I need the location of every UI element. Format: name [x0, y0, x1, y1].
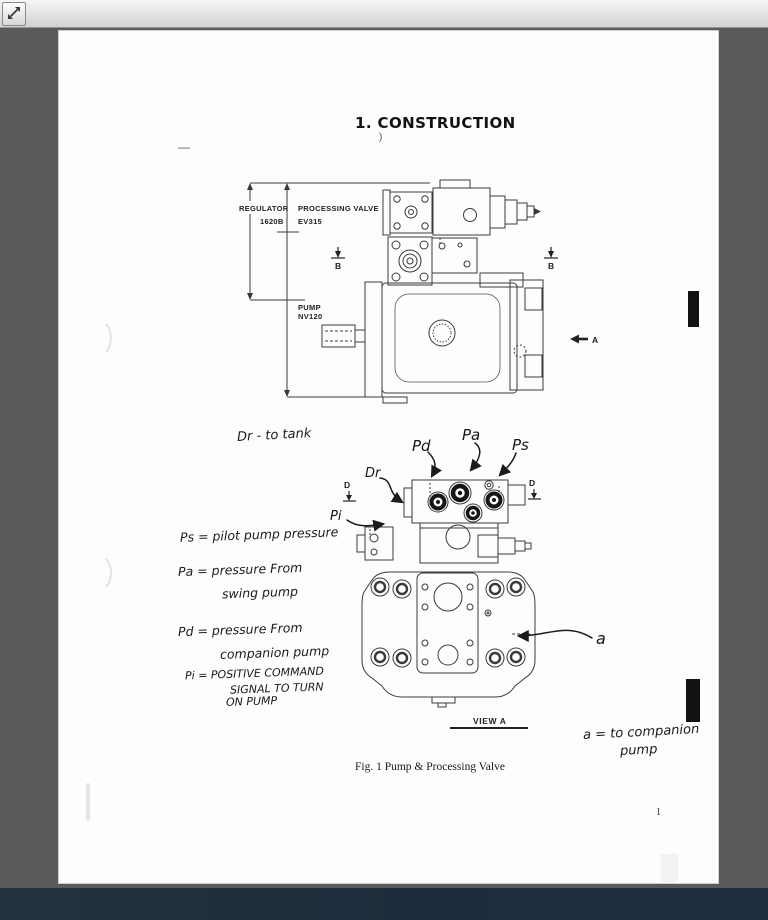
mid-plate-outline [356, 522, 532, 564]
stray-dash-mark: — [178, 140, 190, 154]
legend-pi-line2: SIGNAL TO TURN [229, 680, 324, 697]
legend-pd-line1: Pd = pressure From [177, 619, 303, 640]
processing-valve-model: EV315 [298, 217, 322, 226]
page-title: 1. CONSTRUCTION [355, 114, 516, 132]
valve-block-outline [403, 479, 526, 524]
marker-a-label: A [592, 335, 598, 345]
scan-tab-mark [686, 679, 700, 722]
regulator-label: REGULATOR [239, 204, 289, 213]
label-ps: Ps [512, 436, 529, 454]
marker-d-label: D [344, 480, 350, 490]
section-marker-d-right: D [528, 478, 541, 500]
scrollbar-corner [661, 854, 678, 882]
page-number: 1 [656, 807, 661, 818]
scan-tab-mark [688, 291, 699, 327]
label-pi: Pi [330, 509, 342, 524]
dimension-lines [247, 182, 430, 398]
legend-pd-line2: companion pump [219, 643, 330, 662]
legend-pi-line1: Pi = POSITIVE COMMAND [184, 664, 325, 683]
pump-label: PUMP [298, 303, 321, 312]
handwritten-a-note-line1: a = to companion [582, 721, 700, 744]
valve-assembly-outline [382, 179, 541, 288]
section-marker-d-left: D [343, 480, 356, 502]
marker-d-label: D [529, 478, 535, 488]
handwritten-port-labels: Pd Pa Ps Dr Pi a [330, 426, 606, 648]
pump-model: NV120 [298, 312, 322, 321]
figure-caption: Fig. 1 Pump & Processing Valve [355, 761, 505, 773]
diagonal-resize-icon [8, 6, 20, 19]
handwritten-a-note-line2: pump [619, 742, 658, 759]
legend-ps: Ps = pilot pump pressure [179, 524, 339, 545]
stray-paren-mark: ) [379, 132, 383, 143]
marker-b-label: B [335, 261, 341, 271]
document-viewport[interactable]: 1. CONSTRUCTION ) — REGULA [0, 28, 768, 888]
pump-body-outline [321, 279, 544, 404]
view-marker-a: A [570, 334, 598, 345]
handwritten-dr-note: Dr - to tank [236, 426, 312, 445]
regulator-model: 1620B [260, 217, 284, 226]
marker-b-label: B [548, 261, 554, 271]
legend-pi-line3: ON PUMP [225, 694, 278, 709]
label-pd: Pd [412, 437, 431, 455]
processing-valve-label: PROCESSING VALVE [298, 204, 379, 213]
scanned-page: 1. CONSTRUCTION ) — REGULA [58, 30, 719, 884]
pump-front-outline [361, 571, 536, 708]
legend-pa-line2: swing pump [221, 583, 299, 602]
label-pa: Pa [462, 426, 480, 444]
view-a-underline [450, 727, 528, 729]
smudge-mark [86, 783, 90, 821]
section-marker-b-right: B [544, 247, 558, 271]
legend-pa-line1: Pa = pressure From [177, 559, 303, 580]
pump-front-view-drawing: D D Pd Pa Ps Dr [330, 426, 606, 708]
view-a-label: VIEW A [473, 716, 507, 726]
label-a: a [596, 629, 606, 648]
side-view-labels: REGULATOR 1620B PROCESSING VALVE EV315 P… [239, 204, 379, 321]
label-dr: Dr [365, 466, 382, 481]
toolbar [0, 0, 768, 28]
section-marker-b-left: B [331, 247, 345, 271]
taskbar [0, 888, 768, 920]
resize-window-button[interactable] [2, 2, 26, 26]
pump-side-view-drawing: REGULATOR 1620B PROCESSING VALVE EV315 P… [239, 179, 598, 404]
punch-hole-mark [80, 553, 112, 593]
punch-hole-mark [80, 318, 112, 358]
